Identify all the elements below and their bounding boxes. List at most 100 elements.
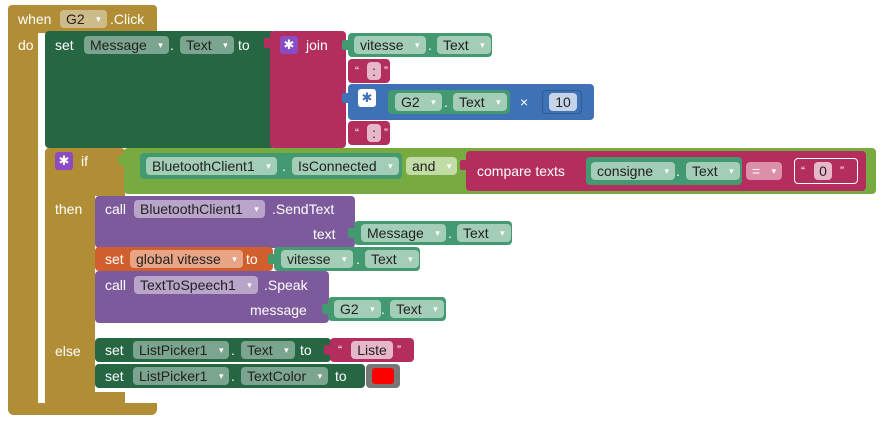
- speak-method: .Speak: [264, 277, 308, 293]
- vitesse-property-dropdown[interactable]: Text ▾: [437, 36, 491, 54]
- listpicker-color-component-dropdown[interactable]: ListPicker1▾: [133, 367, 230, 385]
- event-component-dropdown[interactable]: G2▾: [60, 10, 107, 28]
- zero-text-value[interactable]: 0: [814, 162, 832, 180]
- dot-separator: .: [381, 301, 385, 317]
- listpicker-color-component-label: ListPicker1: [139, 368, 208, 384]
- chevron-down-icon: ▾: [435, 228, 440, 238]
- compare-operator-label: =: [752, 163, 761, 179]
- message-component-dropdown[interactable]: Message ▾: [84, 36, 169, 54]
- quote-close: ”: [384, 64, 388, 78]
- sendtext-component-label: BluetoothClient1: [140, 201, 243, 217]
- then-keyword: then: [55, 201, 83, 217]
- to-keyword: to: [300, 342, 312, 358]
- bt-component-dropdown[interactable]: BluetoothClient1 ▾: [146, 157, 277, 175]
- g2-component-dropdown[interactable]: G2▾: [395, 93, 442, 111]
- compare-operator-dropdown[interactable]: =▾: [746, 162, 783, 180]
- join-mutator-gear-icon[interactable]: ✱: [280, 36, 298, 54]
- chevron-down-icon: ▾: [266, 161, 271, 171]
- global-variable-dropdown[interactable]: global vitesse▾: [130, 250, 243, 268]
- compare-plug: [460, 160, 466, 170]
- message-getter-component-dropdown[interactable]: Message ▾: [361, 224, 446, 242]
- g2-property-dropdown[interactable]: Text ▾: [453, 93, 507, 111]
- vitesse-2-component-dropdown[interactable]: vitesse▾: [281, 250, 353, 268]
- liste-text-value[interactable]: Liste: [351, 341, 393, 359]
- consigne-property-dropdown[interactable]: Text▾: [686, 162, 740, 180]
- g2-property-label: Text: [459, 94, 485, 110]
- message-getter-component-label: Message: [367, 225, 424, 241]
- event-component-label: G2: [66, 11, 85, 27]
- chevron-down-icon: ▾: [218, 345, 224, 355]
- chevron-down-icon: ▾: [254, 204, 259, 214]
- call-keyword: call: [105, 201, 127, 217]
- chevron-down-icon: ▾: [370, 304, 375, 314]
- message-component-label: Message: [90, 37, 147, 53]
- set-keyword: set: [105, 251, 124, 267]
- speak-component-label: TextToSpeech1: [140, 277, 236, 293]
- bt-property-dropdown[interactable]: IsConnected▾: [292, 157, 399, 175]
- chevron-down-icon: ▾: [480, 40, 485, 50]
- message-getter-property-label: Text: [463, 225, 489, 241]
- chevron-down-icon: ▾: [496, 97, 501, 107]
- g2-2-component-dropdown[interactable]: G2 ▾: [334, 300, 381, 318]
- g2-2-component-label: G2: [340, 301, 359, 317]
- sendtext-component-dropdown[interactable]: BluetoothClient1 ▾: [134, 200, 265, 218]
- chevron-down-icon: ▾: [247, 280, 252, 290]
- and-plug: [118, 155, 124, 165]
- liste-plug: [324, 345, 330, 355]
- gear-icon: ✱: [283, 37, 295, 52]
- chevron-down-icon: ▾: [446, 161, 452, 171]
- color-swatch[interactable]: [372, 368, 394, 384]
- set-keyword: set: [105, 368, 124, 384]
- vitesse-2-property-dropdown[interactable]: Text ▾: [365, 250, 419, 268]
- quote-open: “: [355, 126, 359, 140]
- join-plug: [264, 38, 270, 48]
- to-keyword: to: [238, 37, 250, 53]
- chevron-down-icon: ▾: [664, 166, 670, 176]
- compare-texts-keyword: compare texts: [477, 163, 565, 179]
- event-name: .Click: [110, 11, 145, 27]
- listpicker-text-property-dropdown[interactable]: Text▾: [241, 341, 295, 359]
- gear-icon: ✱: [361, 90, 373, 105]
- colon-text-value-1[interactable]: :: [367, 62, 381, 80]
- else-keyword: else: [55, 343, 81, 359]
- vitesse-getter-plug: [342, 40, 348, 50]
- if-mutator-gear-icon[interactable]: ✱: [55, 152, 73, 170]
- listpicker-text-property-label: Text: [247, 342, 273, 358]
- chevron-down-icon: ▾: [771, 166, 777, 176]
- bt-component-label: BluetoothClient1: [152, 158, 255, 174]
- listpicker-color-property-label: TextColor: [247, 368, 307, 384]
- do-keyword: do: [18, 37, 34, 53]
- speak-component-dropdown[interactable]: TextToSpeech1 ▾: [134, 276, 258, 294]
- chevron-down-icon: ▾: [388, 161, 393, 171]
- quote-close: ”: [840, 164, 844, 178]
- listpicker-color-property-dropdown[interactable]: TextColor▾: [241, 367, 329, 385]
- chevron-down-icon: ▾: [158, 40, 163, 50]
- join-keyword: join: [306, 37, 328, 53]
- dot-separator: .: [282, 158, 286, 174]
- colon-text-value-2[interactable]: :: [367, 124, 381, 142]
- multiply-mutator-gear-icon[interactable]: ✱: [358, 89, 376, 107]
- quote-open: “: [355, 64, 359, 78]
- quote-open: “: [801, 164, 805, 178]
- text-param-label: text: [313, 226, 336, 242]
- g2-2-property-dropdown[interactable]: Text▾: [390, 300, 444, 318]
- set-keyword: set: [105, 342, 124, 358]
- message-property-dropdown[interactable]: Text▾: [180, 36, 234, 54]
- and-operator-label: and: [412, 158, 436, 174]
- listpicker-text-component-dropdown[interactable]: ListPicker1▾: [133, 341, 230, 359]
- dot-separator: .: [428, 37, 432, 53]
- consigne-property-label: Text: [692, 163, 718, 179]
- vitesse-property-label: Text: [443, 37, 469, 53]
- chevron-down-icon: ▾: [415, 40, 420, 50]
- vitesse-component-dropdown[interactable]: vitesse▾: [354, 36, 426, 54]
- message-getter-property-dropdown[interactable]: Text▾: [457, 224, 511, 242]
- consigne-component-dropdown[interactable]: consigne▾: [591, 162, 676, 180]
- chevron-down-icon: ▾: [408, 254, 413, 264]
- number-value[interactable]: 10: [549, 93, 577, 111]
- message-param-label: message: [250, 302, 307, 318]
- dot-separator: .: [170, 37, 174, 53]
- quote-close: ”: [397, 343, 401, 357]
- and-operator-dropdown[interactable]: and ▾: [406, 157, 458, 175]
- vitesse-2-property-label: Text: [371, 251, 397, 267]
- vitesse-2-component-label: vitesse: [287, 251, 331, 267]
